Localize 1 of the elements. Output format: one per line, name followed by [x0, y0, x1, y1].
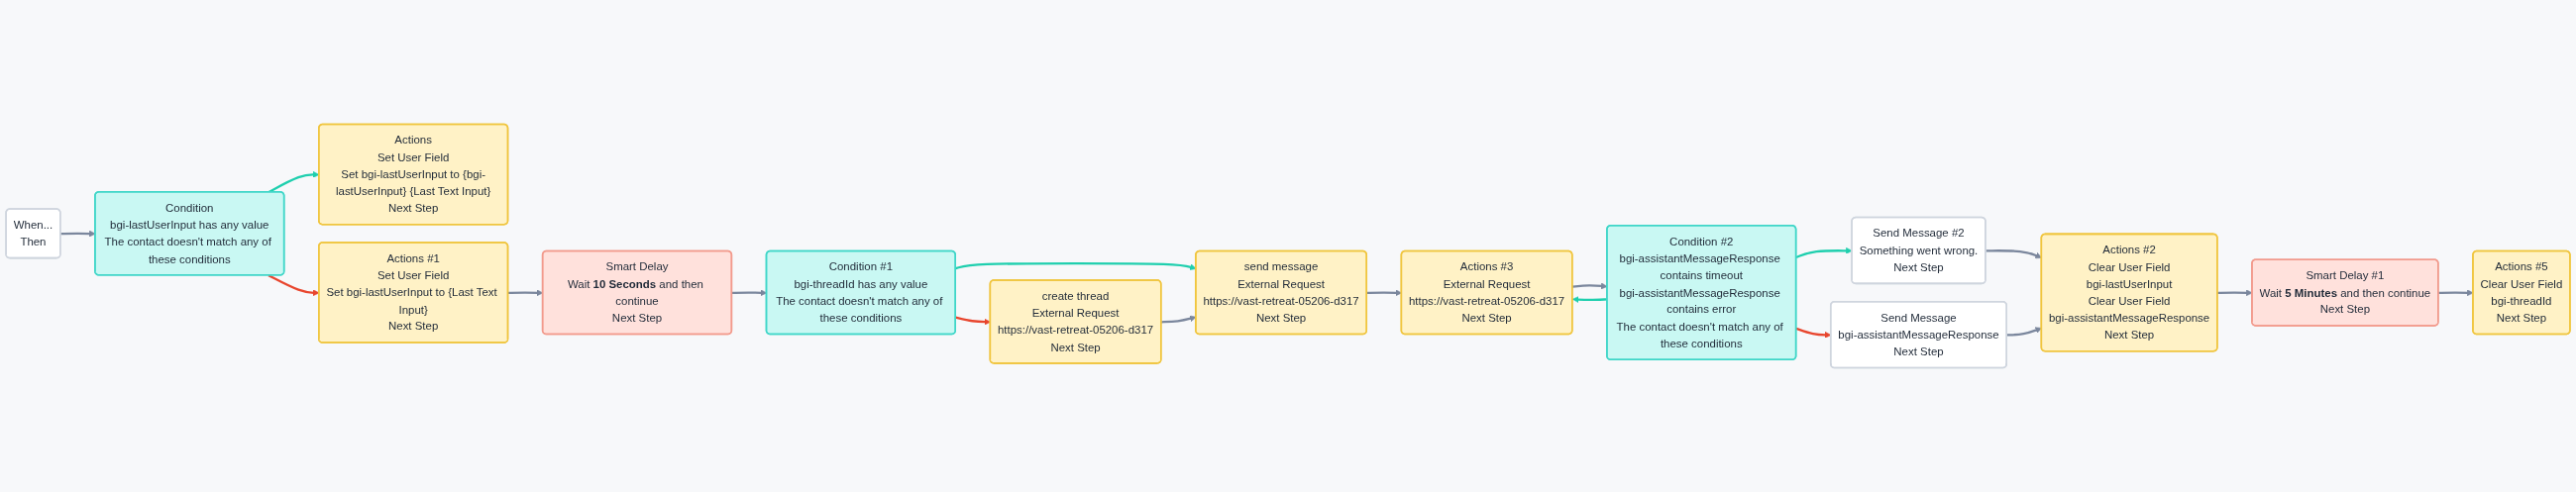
arrow	[1795, 246, 1853, 259]
